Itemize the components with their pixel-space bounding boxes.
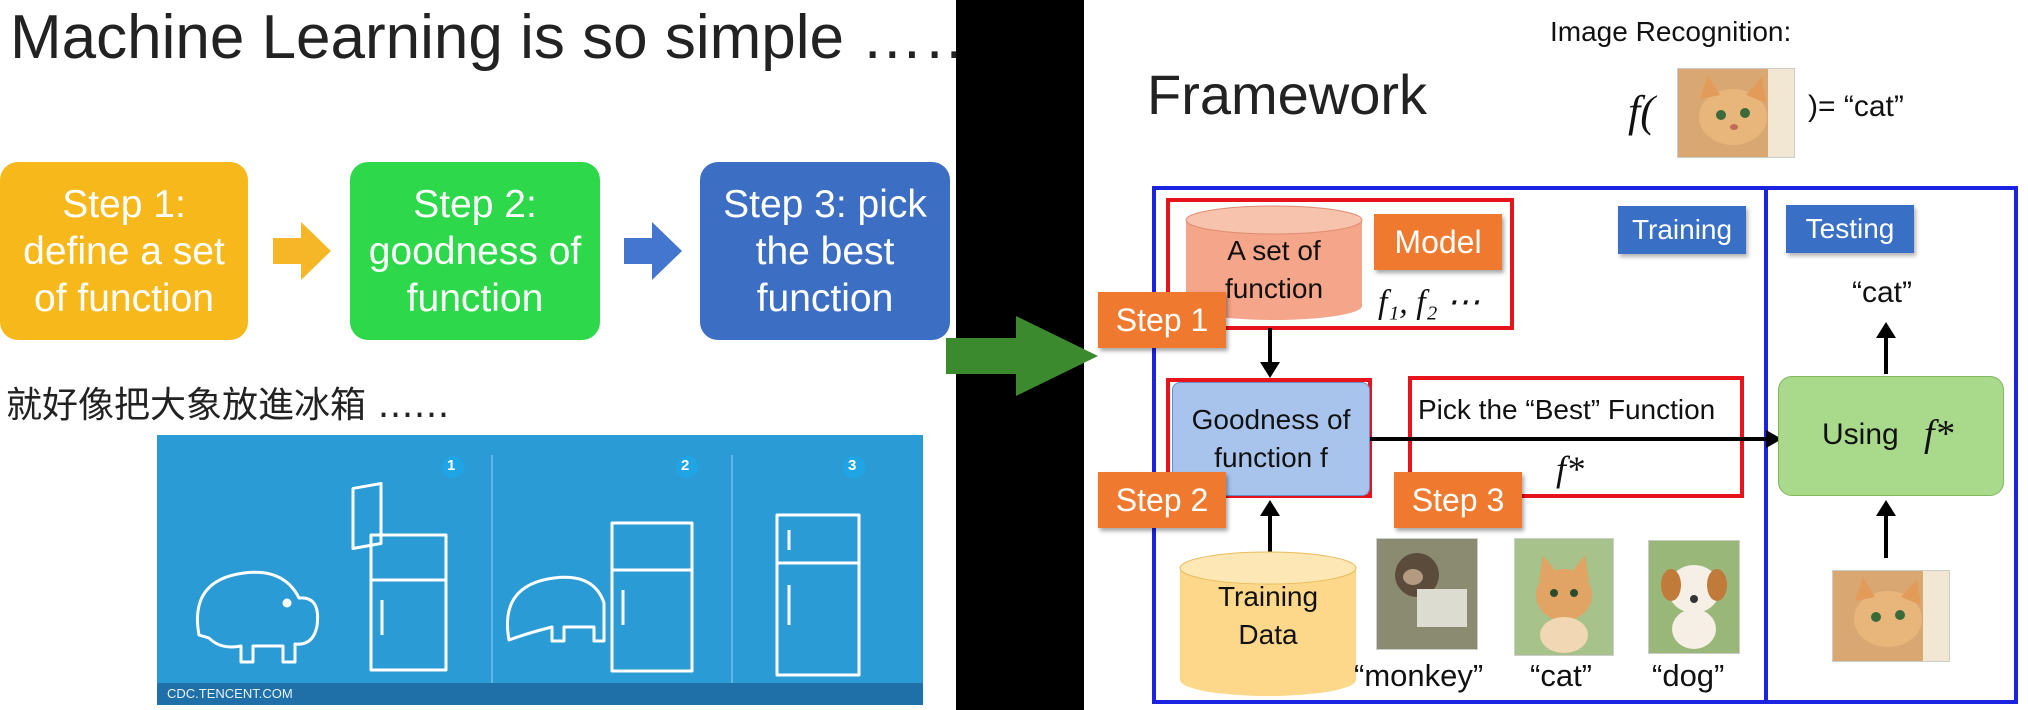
arrow-up-line: [1268, 514, 1272, 560]
arrow-up-icon: [1876, 500, 1896, 516]
test-cat-picture: [1833, 571, 1949, 661]
using-label: Using: [1822, 418, 1899, 451]
step-3-line-1: Step 3: pick: [723, 182, 927, 226]
step-1-region: [1166, 198, 1514, 330]
step-2-line-3: function: [406, 276, 544, 320]
kitten-image: [1514, 538, 1614, 656]
left-slide-title: Machine Learning is so simple ……: [10, 3, 986, 72]
testing-tag: Testing: [1786, 205, 1914, 253]
cat-picture: [1678, 69, 1794, 157]
arrow-up-icon: [1260, 500, 1280, 516]
step-1-box: Step 1: define a set of function: [0, 162, 248, 340]
step-3-line-3: function: [756, 276, 894, 320]
puppy-picture: [1649, 541, 1739, 653]
step-1-tag: Step 1: [1098, 292, 1226, 348]
set-of-function-cylinder: [1185, 205, 1363, 320]
test-input-arrow-line: [1884, 512, 1888, 558]
elephant-fridge-illustration: 1 2 3 CDC.TENCENT.COM: [157, 435, 923, 705]
arrow-up-icon: [1876, 322, 1896, 338]
image-recognition-label: Image Recognition:: [1550, 16, 1792, 47]
step-3-line-2: the best: [755, 229, 895, 273]
training-tag: Training: [1618, 206, 1746, 254]
monkey-image: [1376, 538, 1478, 650]
step-2-line-1: Step 2:: [413, 182, 537, 226]
step-2-tag: Step 2: [1098, 472, 1226, 528]
model-tag: Model: [1374, 214, 1502, 270]
function-open-paren: f(: [1628, 87, 1655, 136]
test-arrow-up-line: [1884, 334, 1888, 374]
photo-credit: CDC.TENCENT.COM: [167, 686, 293, 701]
framework-frame: [1152, 186, 2018, 704]
test-output-label: “cat”: [1852, 276, 1912, 309]
step-3-tag: Step 3: [1394, 472, 1522, 528]
arrow-down-line: [1268, 328, 1272, 368]
goodness-box: Goodness of function f: [1172, 382, 1370, 496]
step-2-line-2: goodness of: [368, 229, 582, 273]
set-of-function-label: A set of function: [1224, 235, 1324, 304]
arrow-right-icon: [1766, 430, 1782, 448]
pick-best-label: Pick the “Best” Function: [1418, 394, 1716, 425]
cat-image: [1677, 68, 1795, 158]
elephant-fridge-caption: 就好像把大象放進冰箱 ……: [6, 385, 450, 426]
step-1-line-2: define a set: [23, 229, 225, 273]
panel-number-2: 2: [681, 457, 690, 474]
step-1-line-1: Step 1:: [62, 182, 186, 226]
arrow-down-icon: [1260, 362, 1280, 378]
arrow-right-line: [1370, 437, 1770, 441]
using-f-star: f*: [1924, 413, 1954, 455]
f-star-label: f*: [1556, 449, 1585, 489]
recognition-result: )= “cat”: [1808, 90, 1904, 123]
arrow-right-icon: [624, 222, 682, 280]
arrow-right-icon: [273, 222, 331, 280]
test-cat-image: [1832, 570, 1950, 662]
step-3-box: Step 3: pick the best function: [700, 162, 950, 340]
monkey-picture: [1377, 539, 1477, 649]
goodness-label: Goodness of function f: [1191, 404, 1351, 473]
using-box: [1778, 376, 2004, 496]
example-label-cat: “cat”: [1530, 658, 1592, 693]
step-1-line-3: of function: [34, 276, 214, 320]
panel-number-3: 3: [848, 457, 857, 474]
step-2-box: Step 2: goodness of function: [350, 162, 600, 340]
training-data-label: Training Data: [1217, 581, 1319, 650]
kitten-picture: [1515, 539, 1613, 655]
transition-arrow-icon: [946, 316, 1098, 396]
framework-title: Framework: [1147, 63, 1428, 126]
function-set-notation: f₁, f₂ ⋯: [1378, 284, 1481, 321]
panel-number-1: 1: [447, 457, 456, 474]
example-label-dog: “dog”: [1652, 658, 1725, 693]
example-label-monkey: “monkey”: [1354, 658, 1484, 693]
training-data-cylinder: [1179, 551, 1357, 696]
elephant-fridge-drawing: [157, 435, 923, 705]
puppy-image: [1648, 540, 1740, 654]
